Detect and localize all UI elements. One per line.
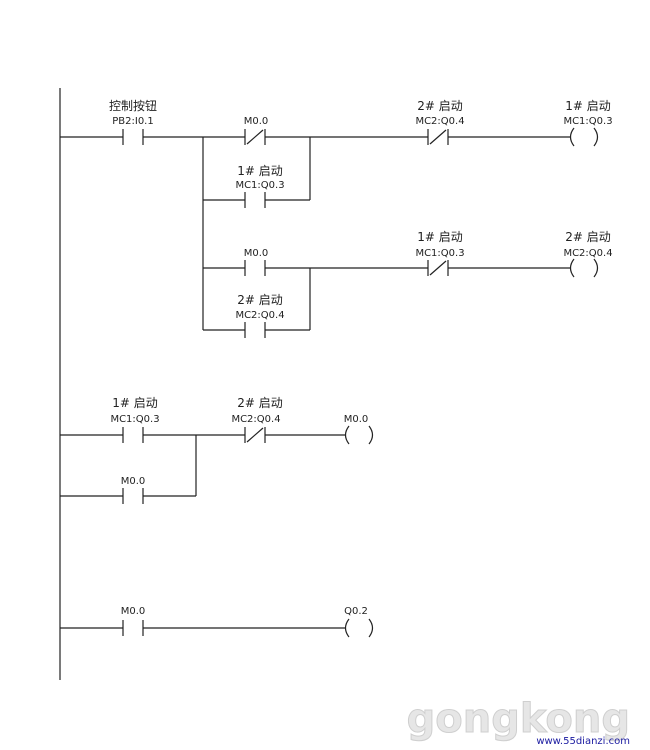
coil-tag: MC2:Q0.4 xyxy=(563,248,612,259)
contact-name: 控制按钮 xyxy=(109,98,157,113)
coil-name: 2# 启动 xyxy=(565,230,611,244)
coil-name: 1# 启动 xyxy=(565,99,611,113)
coil-tag: Q0.2 xyxy=(344,606,368,617)
rung-4: M0.0 Q0.2 xyxy=(60,606,374,638)
contact-r3-mc2[interactable]: 2# 启动 MC2:Q0.4 xyxy=(231,396,283,443)
contact-tag: MC1:Q0.3 xyxy=(235,180,284,191)
contact-name: 1# 启动 xyxy=(237,164,283,178)
contact-r2-m0[interactable]: M0.0 xyxy=(244,248,269,276)
contact-tag: PB2:I0.1 xyxy=(112,116,153,127)
contact-name: 1# 启动 xyxy=(417,230,463,244)
contact-r2-seal[interactable]: 2# 启动 MC2:Q0.4 xyxy=(235,293,285,338)
coil-tag: MC1:Q0.3 xyxy=(563,116,612,127)
coil-r1[interactable]: 1# 启动 MC1:Q0.3 xyxy=(563,99,613,147)
coil-r3[interactable]: M0.0 xyxy=(344,414,374,445)
contact-name: 2# 启动 xyxy=(237,293,283,307)
contact-tag: MC2:Q0.4 xyxy=(235,310,284,321)
watermark-brand: gongkong xyxy=(407,696,630,742)
contact-tag: MC1:Q0.3 xyxy=(110,414,159,425)
watermark: gongkong www.55dianzi.com xyxy=(406,696,630,748)
contact-tag: M0.0 xyxy=(244,116,269,127)
contact-name: 2# 启动 xyxy=(237,396,283,410)
contact-tag: MC2:Q0.4 xyxy=(415,116,464,127)
contact-r1-m0[interactable]: M0.0 xyxy=(244,116,269,145)
contact-r3-seal[interactable]: M0.0 xyxy=(121,476,146,504)
coil-r4[interactable]: Q0.2 xyxy=(344,606,374,638)
watermark-url: www.55dianzi.com xyxy=(536,736,630,747)
contact-tag: MC1:Q0.3 xyxy=(415,248,464,259)
rung-3: 1# 启动 MC1:Q0.3 M0.0 2# 启动 MC2:Q0.4 M0.0 xyxy=(60,396,374,504)
contact-tag: M0.0 xyxy=(121,606,146,617)
contact-r1-mc2[interactable]: 2# 启动 MC2:Q0.4 xyxy=(415,99,465,145)
contact-r2-mc1[interactable]: 1# 启动 MC1:Q0.3 xyxy=(415,230,465,276)
contact-tag: M0.0 xyxy=(121,476,146,487)
contact-name: 2# 启动 xyxy=(417,99,463,113)
contact-r4-m0[interactable]: M0.0 xyxy=(121,606,146,636)
contact-r1-seal[interactable]: 1# 启动 MC1:Q0.3 xyxy=(235,164,285,208)
rung-2: M0.0 2# 启动 MC2:Q0.4 1# 启动 MC1:Q0.3 2# 启动… xyxy=(203,230,613,338)
contact-name: 1# 启动 xyxy=(112,396,158,410)
contact-tag: M0.0 xyxy=(244,248,269,259)
contact-pb2[interactable]: 控制按钮 PB2:I0.1 xyxy=(109,98,157,145)
rung-1: 控制按钮 PB2:I0.1 M0.0 1# 启动 MC1:Q0.3 xyxy=(60,98,613,330)
coil-tag: M0.0 xyxy=(344,414,369,425)
contact-r3-mc1[interactable]: 1# 启动 MC1:Q0.3 xyxy=(110,396,160,443)
contact-tag: MC2:Q0.4 xyxy=(231,414,280,425)
coil-r2[interactable]: 2# 启动 MC2:Q0.4 xyxy=(563,230,613,278)
